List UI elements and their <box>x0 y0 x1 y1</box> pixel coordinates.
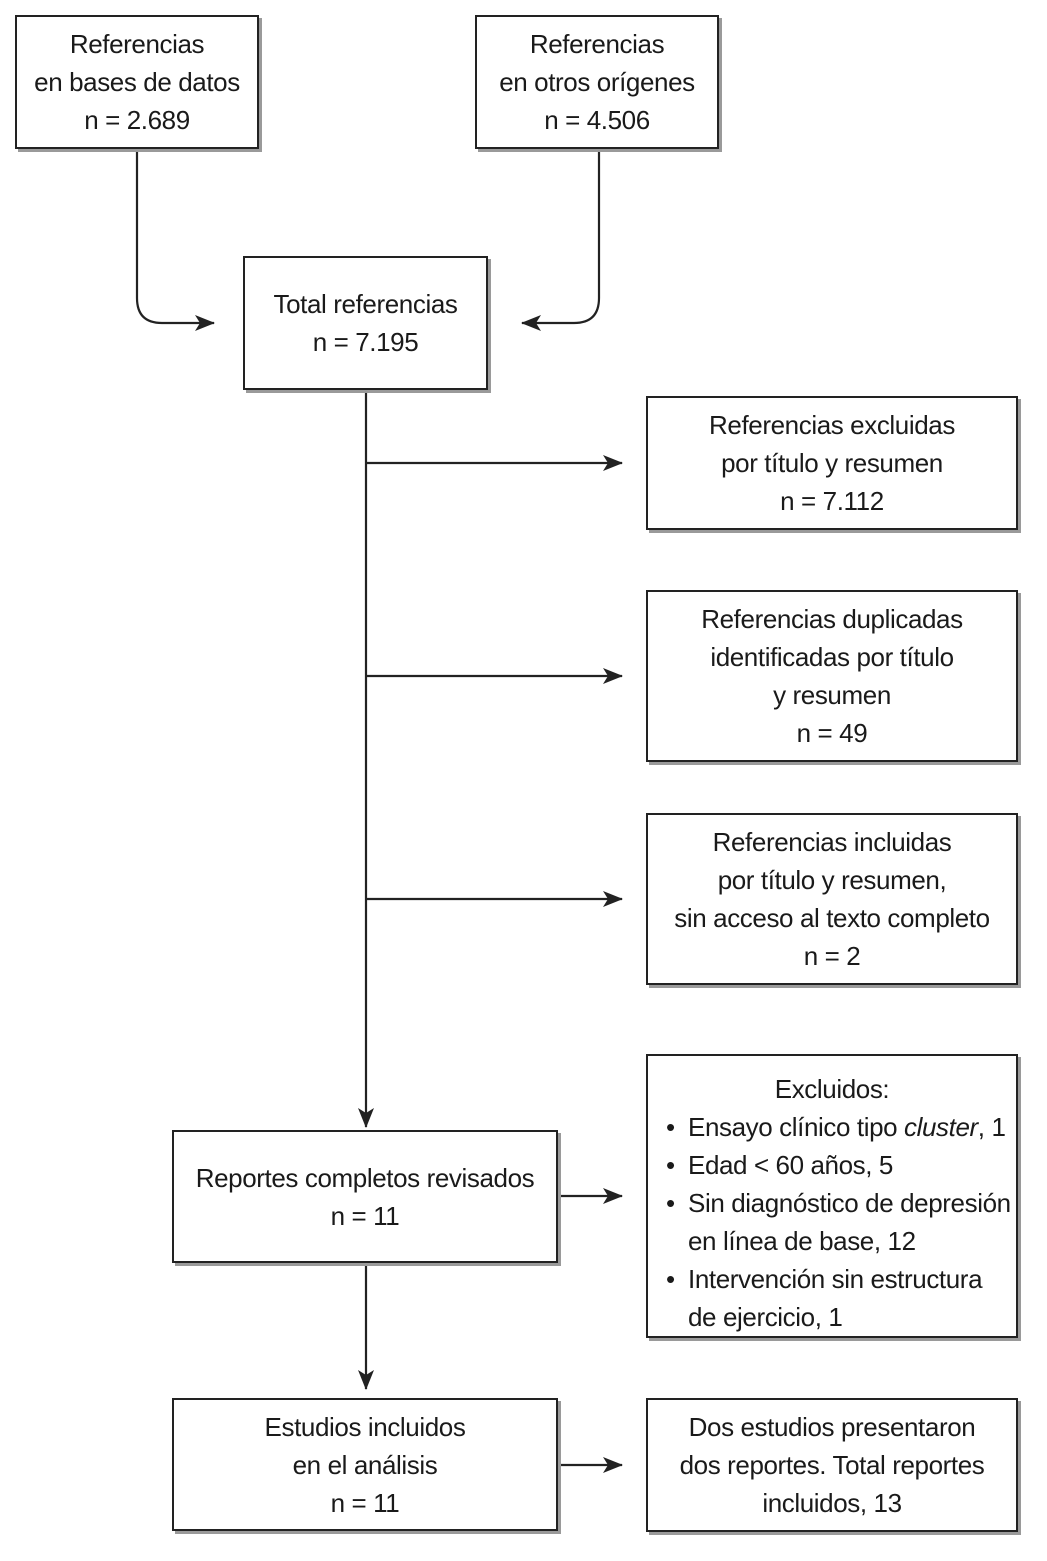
other-references-label-1: Referencias <box>529 29 665 59</box>
duplicates-label-2: identificadas por título <box>710 642 954 672</box>
included-studies-label-2: en el análisis <box>292 1449 438 1480</box>
total-references-box: Total referencias n = 7.195 <box>243 256 488 390</box>
included-studies-label-1: Estudios incluidos <box>264 1411 466 1442</box>
excluded-title-label-2: por título y resumen <box>721 448 943 478</box>
excluded-item-age-text: Edad < 60 años, 5 <box>688 1150 893 1180</box>
reports-note-label-2: dos reportes. Total reportes <box>679 1450 985 1480</box>
duplicates-label-3: y resumen <box>773 680 891 710</box>
excluded-list-box: Excluidos: • Ensayo clínico tipo cluster… <box>646 1054 1018 1338</box>
bullet-icon: • <box>666 1188 675 1218</box>
excluded-item-cluster-pre: Ensayo clínico tipo <box>688 1112 905 1142</box>
bullet-icon: • <box>666 1150 675 1180</box>
no-access-label-1: Referencias incluidas <box>712 827 952 857</box>
excluded-item-cluster-post: , 1 <box>977 1112 1006 1142</box>
included-studies-box: Estudios incluidos en el análisis n = 11 <box>172 1398 558 1531</box>
reports-note-label-3: incluidos, 13 <box>762 1488 902 1518</box>
full-reports-box: Reportes completos revisados n = 11 <box>172 1130 558 1263</box>
bullet-icon: • <box>666 1264 675 1294</box>
other-references-count: n = 4.506 <box>544 105 650 135</box>
excluded-title-label-1: Referencias excluidas <box>709 410 955 440</box>
duplicates-box: Referencias duplicadas identificadas por… <box>646 590 1018 762</box>
total-references-label: Total referencias <box>273 289 458 319</box>
excluded-title-box: Referencias excluidas por título y resum… <box>646 396 1018 530</box>
excluded-item-intervention-text-2: de ejercicio, 1 <box>688 1302 843 1332</box>
excluded-item-cluster-em: cluster <box>904 1112 978 1142</box>
no-access-label-2: por título y resumen, <box>717 865 947 895</box>
excluded-item-age: • Edad < 60 años, 5 <box>666 1146 1016 1184</box>
no-access-count: n = 2 <box>803 941 861 971</box>
duplicates-count: n = 49 <box>796 718 868 748</box>
excluded-list-title: Excluidos: <box>774 1074 890 1104</box>
other-references-box: Referencias en otros orígenes n = 4.506 <box>475 15 719 149</box>
reports-note-box: Dos estudios presentaron dos reportes. T… <box>646 1398 1018 1532</box>
duplicates-label-1: Referencias duplicadas <box>701 604 963 634</box>
total-references-count: n = 7.195 <box>312 327 419 357</box>
full-reports-label: Reportes completos revisados <box>195 1162 535 1193</box>
db-references-count: n = 2.689 <box>84 105 190 135</box>
full-reports-count: n = 11 <box>330 1200 400 1231</box>
db-references-label-1: Referencias <box>69 29 205 59</box>
no-access-box: Referencias incluidas por título y resum… <box>646 813 1018 985</box>
bullet-icon: • <box>666 1112 675 1142</box>
excluded-item-diagnosis-text-2: en línea de base, 12 <box>688 1226 916 1256</box>
db-references-label-2: en bases de datos <box>34 67 240 97</box>
excluded-title-count: n = 7.112 <box>780 486 884 516</box>
included-studies-count: n = 11 <box>330 1487 400 1518</box>
other-references-label-2: en otros orígenes <box>499 67 695 97</box>
excluded-item-diagnosis: • Sin diagnóstico de depresión en línea … <box>666 1184 1016 1260</box>
arrow-other-to-total <box>521 149 601 331</box>
reports-note-label-1: Dos estudios presentaron <box>688 1412 976 1442</box>
excluded-item-diagnosis-text-1: Sin diagnóstico de depresión <box>688 1188 1011 1218</box>
arrow-db-to-total <box>135 149 215 331</box>
db-references-box: Referencias en bases de datos n = 2.689 <box>15 15 259 149</box>
excluded-item-cluster: • Ensayo clínico tipo cluster, 1 <box>666 1108 1016 1146</box>
excluded-list: • Ensayo clínico tipo cluster, 1 • Edad … <box>648 1108 1016 1336</box>
excluded-item-intervention-text-1: Intervención sin estructura <box>688 1264 983 1294</box>
excluded-item-intervention: • Intervención sin estructura de ejercic… <box>666 1260 1016 1336</box>
no-access-label-3: sin acceso al texto completo <box>674 903 990 933</box>
